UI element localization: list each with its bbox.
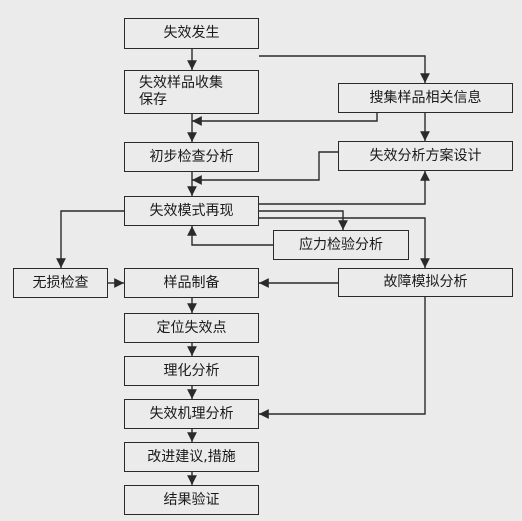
node-locate: 定位失效点 xyxy=(124,313,259,343)
node-plan: 失效分析方案设计 xyxy=(338,141,513,171)
node-stress: 应力检验分析 xyxy=(273,230,409,260)
edge-reproduce-faultsim xyxy=(259,217,430,268)
edge-reproduce-ndt xyxy=(56,210,124,268)
node-occur: 失效发生 xyxy=(124,18,259,49)
node-collect: 失效样品收集 保存 xyxy=(124,70,259,114)
node-fault-sim: 故障模拟分析 xyxy=(338,268,513,297)
edge-stress-reproduce xyxy=(187,226,273,246)
node-prelim: 初步检查分析 xyxy=(124,142,259,172)
edge-reproduce-plan xyxy=(259,171,430,205)
node-verify: 结果验证 xyxy=(124,485,259,515)
node-reproduce: 失效模式再现 xyxy=(124,196,259,226)
node-prep: 样品制备 xyxy=(124,268,259,298)
node-ndt: 无损检查 xyxy=(13,268,108,298)
edge-faultsim-mechanism xyxy=(259,297,426,419)
edge-occur-search xyxy=(259,55,430,83)
node-search: 搜集样品相关信息 xyxy=(338,83,513,113)
node-physchem: 理化分析 xyxy=(124,356,259,386)
edge-reproduce-stress xyxy=(259,210,348,230)
edge-search-collect xyxy=(192,113,378,126)
node-mechanism: 失效机理分析 xyxy=(124,399,259,429)
edge-plan-prelim xyxy=(192,151,338,185)
node-suggest: 改进建议,措施 xyxy=(124,442,259,472)
